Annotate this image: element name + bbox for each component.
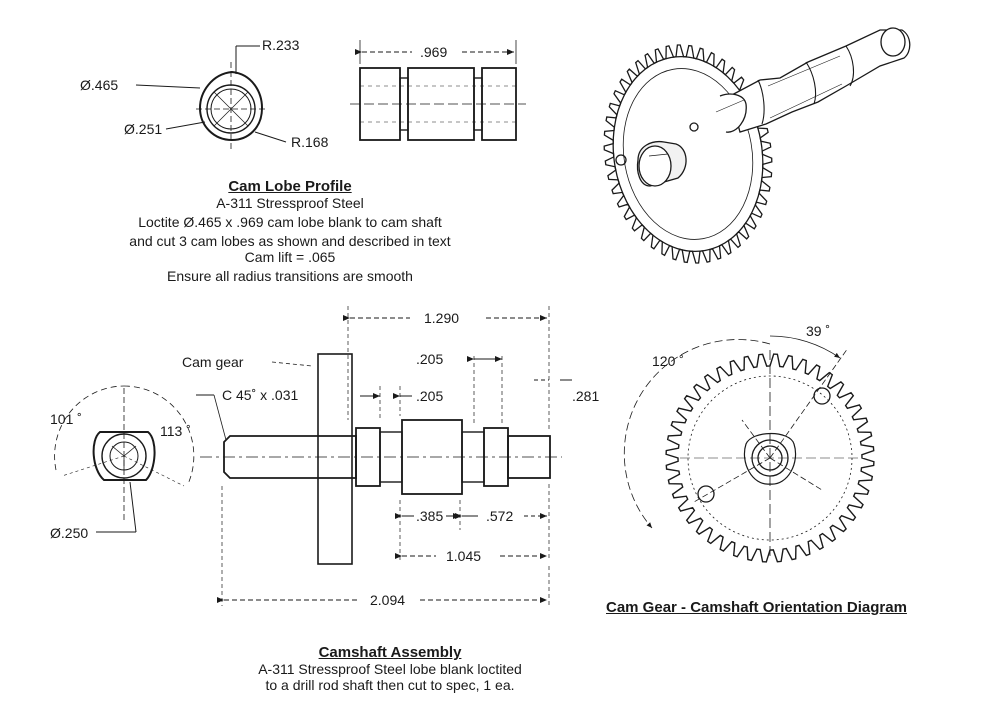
- iso-gear-tooth-ring: [603, 44, 773, 264]
- lobe-side-view: [350, 40, 526, 141]
- dim-dia-outer: Ø.465: [80, 77, 118, 93]
- gear-teeth: [603, 44, 773, 264]
- assembly-side-view: [196, 306, 572, 606]
- angle-39: 39 ˚: [806, 323, 830, 339]
- dim-2094: 2.094: [370, 592, 405, 608]
- lobe-end-view: [135, 45, 287, 150]
- assembly-note-1: A-311 Stressproof Steel lobe blank locti…: [258, 661, 522, 677]
- dim-end-dia: Ø.250: [50, 525, 88, 541]
- dim-205-mid: .205: [416, 388, 443, 404]
- lobe-note-4: Cam lift = .065: [244, 249, 336, 265]
- orientation-title: Cam Gear - Camshaft Orientation Diagram: [606, 599, 907, 616]
- dim-205-top: .205: [416, 351, 443, 367]
- dim-lobe-width: .969: [420, 44, 447, 60]
- label-chamfer: C 45˚ x .031: [222, 387, 298, 403]
- assembly-caption: Camshaft Assembly A-311 Stressproof Stee…: [200, 644, 580, 694]
- lobe-profile-title: Cam Lobe Profile: [228, 178, 352, 195]
- orientation-gear: [623, 335, 875, 563]
- angle-113: 113 ˚: [160, 423, 191, 439]
- dim-385: .385: [416, 508, 443, 524]
- lobe-note-3: and cut 3 cam lobes as shown and describ…: [129, 233, 451, 249]
- lobe-profile-caption: Cam Lobe Profile A-311 Stressproof Steel…: [60, 178, 520, 285]
- dim-dia-inner: Ø.251: [124, 121, 162, 137]
- angle-101: 101 ˚: [50, 411, 82, 427]
- gear-isometric-view: [603, 27, 911, 264]
- assembly-note-2: to a drill rod shaft then cut to spec, 1…: [265, 677, 515, 693]
- dim-r-top: R.233: [262, 37, 300, 53]
- angle-120: 120 ˚: [652, 353, 684, 369]
- assembly-end-view: [54, 385, 195, 533]
- assembly-title: Camshaft Assembly: [318, 644, 462, 661]
- label-cam-gear: Cam gear: [182, 354, 244, 370]
- dim-1045: 1.045: [446, 548, 481, 564]
- dim-1290: 1.290: [424, 310, 459, 326]
- lobe-note-2: Loctite Ø.465 x .969 cam lobe blank to c…: [138, 214, 442, 230]
- dim-572: .572: [486, 508, 513, 524]
- dim-281: .281: [572, 388, 599, 404]
- lobe-note-5: Ensure all radius transitions are smooth: [167, 268, 413, 284]
- gear-tooth-ring: [665, 353, 875, 563]
- dim-r-side: R.168: [291, 134, 329, 150]
- lobe-note-1: A-311 Stressproof Steel: [216, 195, 364, 211]
